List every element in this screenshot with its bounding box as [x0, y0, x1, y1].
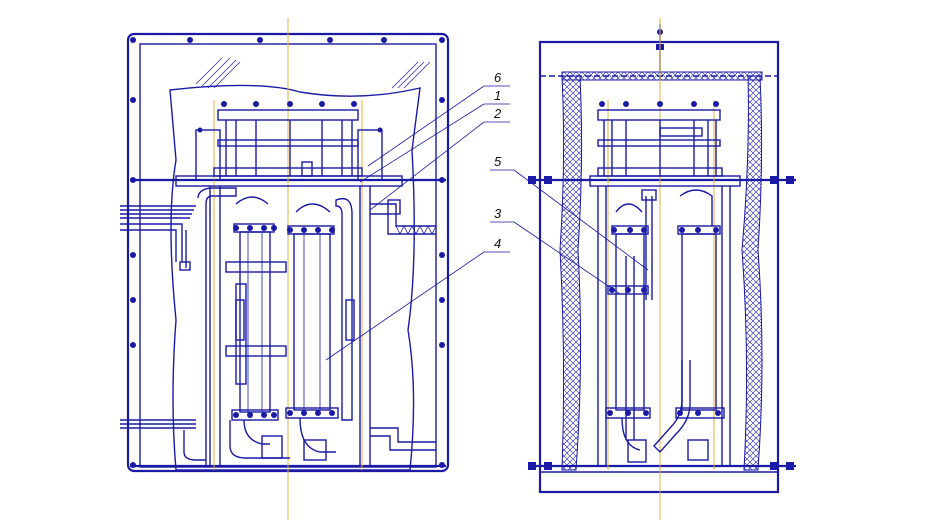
left-side-piping — [120, 205, 206, 461]
right-diagonal-pipe — [653, 360, 691, 454]
callout-labels: 6 1 2 5 3 4 — [493, 70, 502, 251]
right-leaders — [490, 169, 649, 295]
right-exchanger-1 — [605, 203, 651, 463]
left-corrugated-hose — [370, 199, 437, 451]
callout-2: 2 — [493, 106, 502, 121]
callout-4: 4 — [494, 236, 501, 251]
right-view — [490, 18, 796, 520]
callout-6: 6 — [494, 70, 502, 85]
callout-1: 1 — [494, 88, 501, 103]
left-lower-manifold — [229, 420, 290, 459]
left-view — [120, 18, 510, 520]
right-insulation-right — [741, 75, 763, 471]
left-leaders — [325, 85, 510, 361]
left-top-frame — [195, 101, 383, 181]
right-insulation-left — [559, 75, 583, 471]
left-exchanger-1 — [231, 196, 283, 459]
left-housing-bolts — [130, 37, 445, 468]
right-exchanger-2 — [675, 189, 725, 461]
right-datum-lines — [528, 176, 796, 470]
left-cover-sheet — [169, 84, 421, 471]
right-housing-frame — [538, 40, 780, 494]
left-exchanger-2 — [285, 203, 339, 461]
callout-3: 3 — [494, 206, 502, 221]
callout-5: 5 — [494, 154, 502, 169]
right-top-frame — [597, 101, 721, 176]
left-inlet-pipe — [197, 187, 237, 466]
left-glass-hatch — [195, 57, 431, 89]
left-riser-pipe — [335, 197, 353, 421]
